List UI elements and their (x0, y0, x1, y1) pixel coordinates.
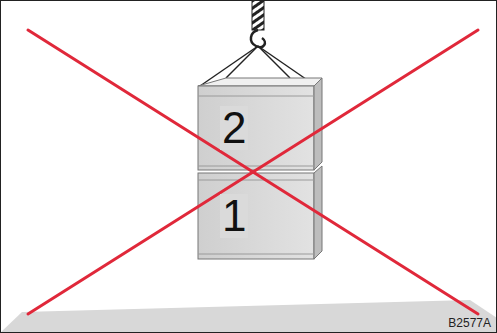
crate-lower (198, 166, 322, 259)
crate-number: 1 (220, 194, 248, 238)
hoist-chain (252, 0, 264, 30)
figure-id: B2577A (447, 316, 492, 330)
floor (0, 300, 497, 333)
prohibition-cross (28, 30, 478, 314)
crate-upper (198, 78, 322, 170)
crate-box: 1 (198, 173, 314, 259)
crane-hook (251, 30, 265, 47)
crate-box: 2 (198, 86, 314, 170)
crate-number: 2 (220, 106, 248, 150)
